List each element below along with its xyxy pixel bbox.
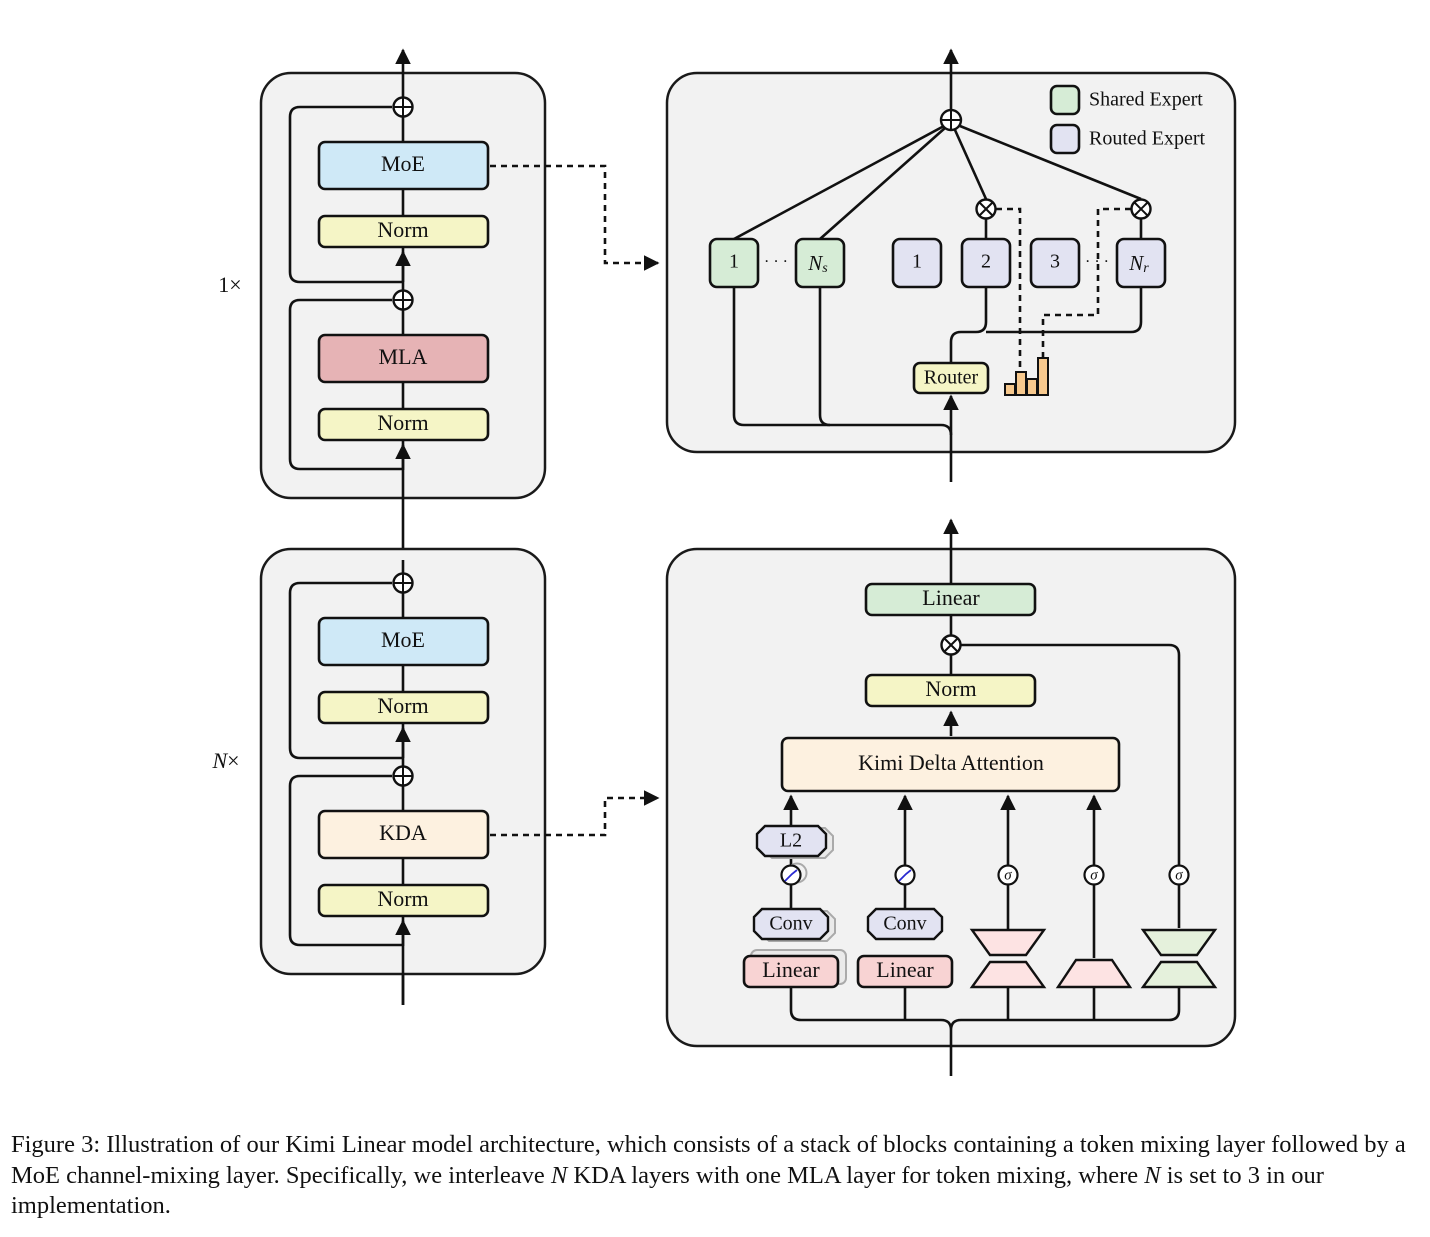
svg-text:L2: L2 — [780, 830, 802, 852]
svg-text:MoE: MoE — [381, 627, 425, 652]
ellipsis: · · · — [1085, 254, 1109, 271]
norm-block: Norm — [317, 883, 490, 918]
repeat-label-nx: N× — [211, 748, 239, 773]
linear-block: Linear — [742, 949, 847, 989]
svg-text:Kimi Delta Attention: Kimi Delta Attention — [858, 750, 1044, 775]
residual-add-icon — [392, 96, 414, 118]
router-scores-bar-icon — [1004, 357, 1049, 396]
moe-block: MoE — [317, 140, 490, 191]
kda-expansion-connector — [490, 790, 660, 837]
activation-icon — [894, 864, 916, 886]
svg-text:2: 2 — [981, 251, 991, 273]
left-bottom-block: MoE Norm KDA Norm — [259, 547, 547, 1005]
svg-text:Linear: Linear — [922, 585, 980, 610]
projection-mlp-icon — [1055, 958, 1133, 989]
moe-detail-panel: 1 · · · Ns 1 2 3 · · · Nr Router — [665, 48, 1237, 482]
gate-multiply-icon — [975, 198, 997, 220]
sigmoid-icon: σ — [1168, 864, 1190, 886]
svg-text:Norm: Norm — [925, 676, 976, 701]
l2-norm-block: L2 — [755, 824, 834, 859]
svg-text:1: 1 — [912, 251, 922, 273]
svg-text:1: 1 — [729, 251, 739, 273]
svg-text:3: 3 — [1050, 251, 1060, 273]
ellipsis: · · · — [764, 254, 788, 271]
kda-detail-panel: Linear Norm Kimi Delta Attention L2 — [665, 518, 1237, 1076]
svg-text:KDA: KDA — [379, 820, 427, 845]
routed-expert-2: 2 — [960, 237, 1012, 289]
svg-text:σ: σ — [1175, 867, 1183, 883]
svg-text:Shared Expert: Shared Expert — [1089, 89, 1203, 111]
router-block: Router — [912, 361, 990, 395]
bottleneck-mlp-icon — [969, 928, 1047, 989]
left-top-block: MoE Norm MLA Norm — [259, 48, 547, 1005]
svg-text:Conv: Conv — [769, 913, 812, 935]
svg-text:Linear: Linear — [876, 957, 934, 982]
svg-text:MLA: MLA — [379, 344, 428, 369]
svg-text:σ: σ — [1004, 867, 1012, 883]
svg-text:Nr: Nr — [1128, 251, 1149, 276]
svg-text:Linear: Linear — [762, 957, 820, 982]
svg-text:Norm: Norm — [377, 693, 428, 718]
mla-block: MLA — [317, 333, 490, 384]
legend: Shared Expert Routed Expert — [1049, 84, 1206, 155]
conv-block: Conv — [866, 907, 944, 941]
routed-expert-3: 3 — [1029, 237, 1081, 289]
svg-text:Router: Router — [924, 367, 979, 389]
repeat-label-1x: 1× — [218, 272, 241, 297]
norm-block: Norm — [317, 690, 490, 725]
norm-block: Norm — [864, 673, 1037, 708]
sigmoid-icon: σ — [997, 864, 1019, 886]
residual-add-icon — [392, 572, 414, 594]
output-linear-block: Linear — [864, 582, 1037, 617]
expert-sum-icon — [939, 108, 963, 132]
kimi-delta-attention-block: Kimi Delta Attention — [780, 736, 1121, 793]
gate-multiply-icon — [1130, 198, 1152, 220]
svg-text:Norm: Norm — [377, 886, 428, 911]
residual-add-icon — [392, 289, 414, 311]
svg-text:σ: σ — [1090, 867, 1098, 883]
routed-expert-1: 1 — [891, 237, 943, 289]
svg-text:Ns: Ns — [807, 251, 828, 276]
svg-text:Routed Expert: Routed Expert — [1089, 128, 1206, 150]
moe-block: MoE — [317, 616, 490, 667]
routed-expert-nr: Nr — [1115, 237, 1167, 289]
conv-block: Conv — [752, 907, 836, 942]
linear-block: Linear — [856, 954, 954, 989]
bottleneck-mlp-icon — [1140, 928, 1218, 989]
output-gate-multiply-icon — [940, 634, 962, 656]
norm-block: Norm — [317, 214, 490, 249]
shared-expert-ns: Ns — [794, 237, 846, 289]
norm-block: Norm — [317, 407, 490, 442]
svg-text:Norm: Norm — [377, 410, 428, 435]
kda-block: KDA — [317, 809, 490, 860]
figure-caption: Figure 3: Illustration of our Kimi Linea… — [11, 1131, 1406, 1219]
svg-text:MoE: MoE — [381, 151, 425, 176]
shared-expert-1: 1 — [708, 237, 760, 289]
moe-expansion-connector — [490, 164, 660, 271]
architecture-diagram: MoE Norm MLA Norm 1× — [211, 48, 1237, 1076]
residual-add-icon — [392, 765, 414, 787]
activation-icon — [780, 862, 808, 886]
svg-text:Norm: Norm — [377, 217, 428, 242]
svg-text:Conv: Conv — [883, 913, 926, 935]
sigmoid-icon: σ — [1083, 864, 1105, 886]
